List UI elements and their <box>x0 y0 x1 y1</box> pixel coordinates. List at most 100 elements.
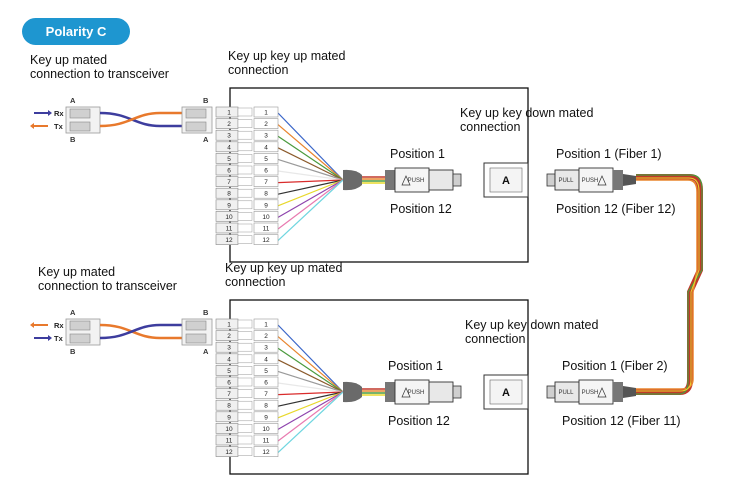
fanout-boot <box>343 381 362 403</box>
port-index: 11 <box>226 226 233 233</box>
title-badge-text: Polarity C <box>46 24 107 39</box>
port-a-label: A <box>70 96 76 105</box>
port-index: 8 <box>227 403 231 410</box>
cassette-a-label: A <box>203 135 209 144</box>
fiber-fanout <box>277 112 344 242</box>
transceiver-label-line2: connection to transceiver <box>30 67 169 81</box>
port-index: 9 <box>227 414 231 421</box>
port-index: 6 <box>227 168 231 175</box>
position-12-left: Position 12 <box>390 202 452 216</box>
fiber-11 <box>277 391 344 442</box>
fiber-11 <box>277 179 344 230</box>
port-index: 2 <box>227 121 231 128</box>
fiber-5 <box>277 370 344 393</box>
position-number: 3 <box>264 133 268 140</box>
position-number: 12 <box>262 237 270 244</box>
transceiver-duplex-connector <box>65 318 101 346</box>
fiber-2 <box>277 336 344 393</box>
position-number: 5 <box>264 368 268 375</box>
cassette-b-label: B <box>203 96 209 105</box>
position-number: 6 <box>264 380 268 387</box>
mpo-push-text: PUSH <box>582 390 599 396</box>
port-index: 12 <box>225 449 233 456</box>
position-number: 8 <box>264 403 268 410</box>
transceiver-label-line2: connection to transceiver <box>38 279 177 293</box>
patch-cord-2 <box>99 323 182 340</box>
position-12-right: Position 12 (Fiber 11) <box>562 414 681 428</box>
fiber-1 <box>277 112 344 181</box>
patch-cord-2 <box>99 111 182 128</box>
port-index: 7 <box>227 179 231 186</box>
cassette-duplex-connector <box>181 106 213 134</box>
port-index: 6 <box>227 380 231 387</box>
fiber-12 <box>277 179 344 242</box>
position-number: 12 <box>262 449 270 456</box>
adapter-letter: A <box>502 175 510 187</box>
fiber-6 <box>277 382 344 393</box>
port-index: 7 <box>227 391 231 398</box>
trunk-boot <box>623 386 636 398</box>
fiber-6 <box>277 170 344 181</box>
position-number: 4 <box>264 356 268 363</box>
position-number: 1 <box>264 322 268 329</box>
position-1-right: Position 1 (Fiber 1) <box>556 147 662 161</box>
tx-arrow-head <box>48 335 52 341</box>
port-index: 1 <box>227 110 231 117</box>
mated-label-line2: connection <box>225 275 286 289</box>
mated-label-line2: connection <box>228 63 289 77</box>
fiber-10 <box>277 391 344 430</box>
port-index: 5 <box>227 156 231 163</box>
tx-arrow-head <box>30 123 34 129</box>
mpo-push-text: PUSH <box>408 178 425 184</box>
port-index: 4 <box>227 144 231 151</box>
fiber-10 <box>277 179 344 218</box>
transceiver-label-line1: Key up mated <box>30 53 107 67</box>
mpo-pull-text: PULL <box>558 178 574 184</box>
mated-label-line1: Key up key up mated <box>228 49 345 63</box>
port-a-label: A <box>70 308 76 317</box>
fiber-7 <box>277 391 344 396</box>
position-12-right: Position 12 (Fiber 12) <box>556 202 676 216</box>
position-number: 6 <box>264 168 268 175</box>
mpo-adapter: A <box>483 162 529 198</box>
trunk-loop <box>636 174 703 395</box>
patch-cord-1 <box>99 111 182 128</box>
fiber-4 <box>277 147 344 181</box>
port-b-label: B <box>70 135 76 144</box>
position-number: 9 <box>264 414 268 421</box>
tx-label: Tx <box>54 122 64 131</box>
position-1-right: Position 1 (Fiber 2) <box>562 359 668 373</box>
port-index: 9 <box>227 202 231 209</box>
rx-arrow-head <box>30 322 34 328</box>
mpo-push-text: PUSH <box>582 178 599 184</box>
position-number: 1 <box>264 110 268 117</box>
position-number: 11 <box>263 438 270 445</box>
port-index: 11 <box>226 438 233 445</box>
fiber-8 <box>277 179 344 195</box>
position-1-left: Position 1 <box>388 359 443 373</box>
trunk-boot <box>623 174 636 186</box>
port-index: 4 <box>227 356 231 363</box>
adapter-label-line2: connection <box>465 332 526 346</box>
position-number: 2 <box>264 333 268 340</box>
fiber-9 <box>277 179 344 207</box>
port-index: 5 <box>227 368 231 375</box>
position-number: 5 <box>264 156 268 163</box>
fiber-9 <box>277 391 344 419</box>
mpo-connector-left: PUSH <box>385 167 462 193</box>
position-1-left: Position 1 <box>390 147 445 161</box>
position-12-left: Position 12 <box>388 414 450 428</box>
position-number: 3 <box>264 345 268 352</box>
position-number: 10 <box>262 426 270 433</box>
fiber-12 <box>277 391 344 454</box>
cassette-a-label: A <box>203 347 209 356</box>
mpo-connector-left: PUSH <box>385 379 462 405</box>
mpo-connector-right: PULL PUSH <box>546 167 636 193</box>
rx-label: Rx <box>54 321 64 330</box>
port-index: 10 <box>225 426 233 433</box>
position-number: 8 <box>264 191 268 198</box>
